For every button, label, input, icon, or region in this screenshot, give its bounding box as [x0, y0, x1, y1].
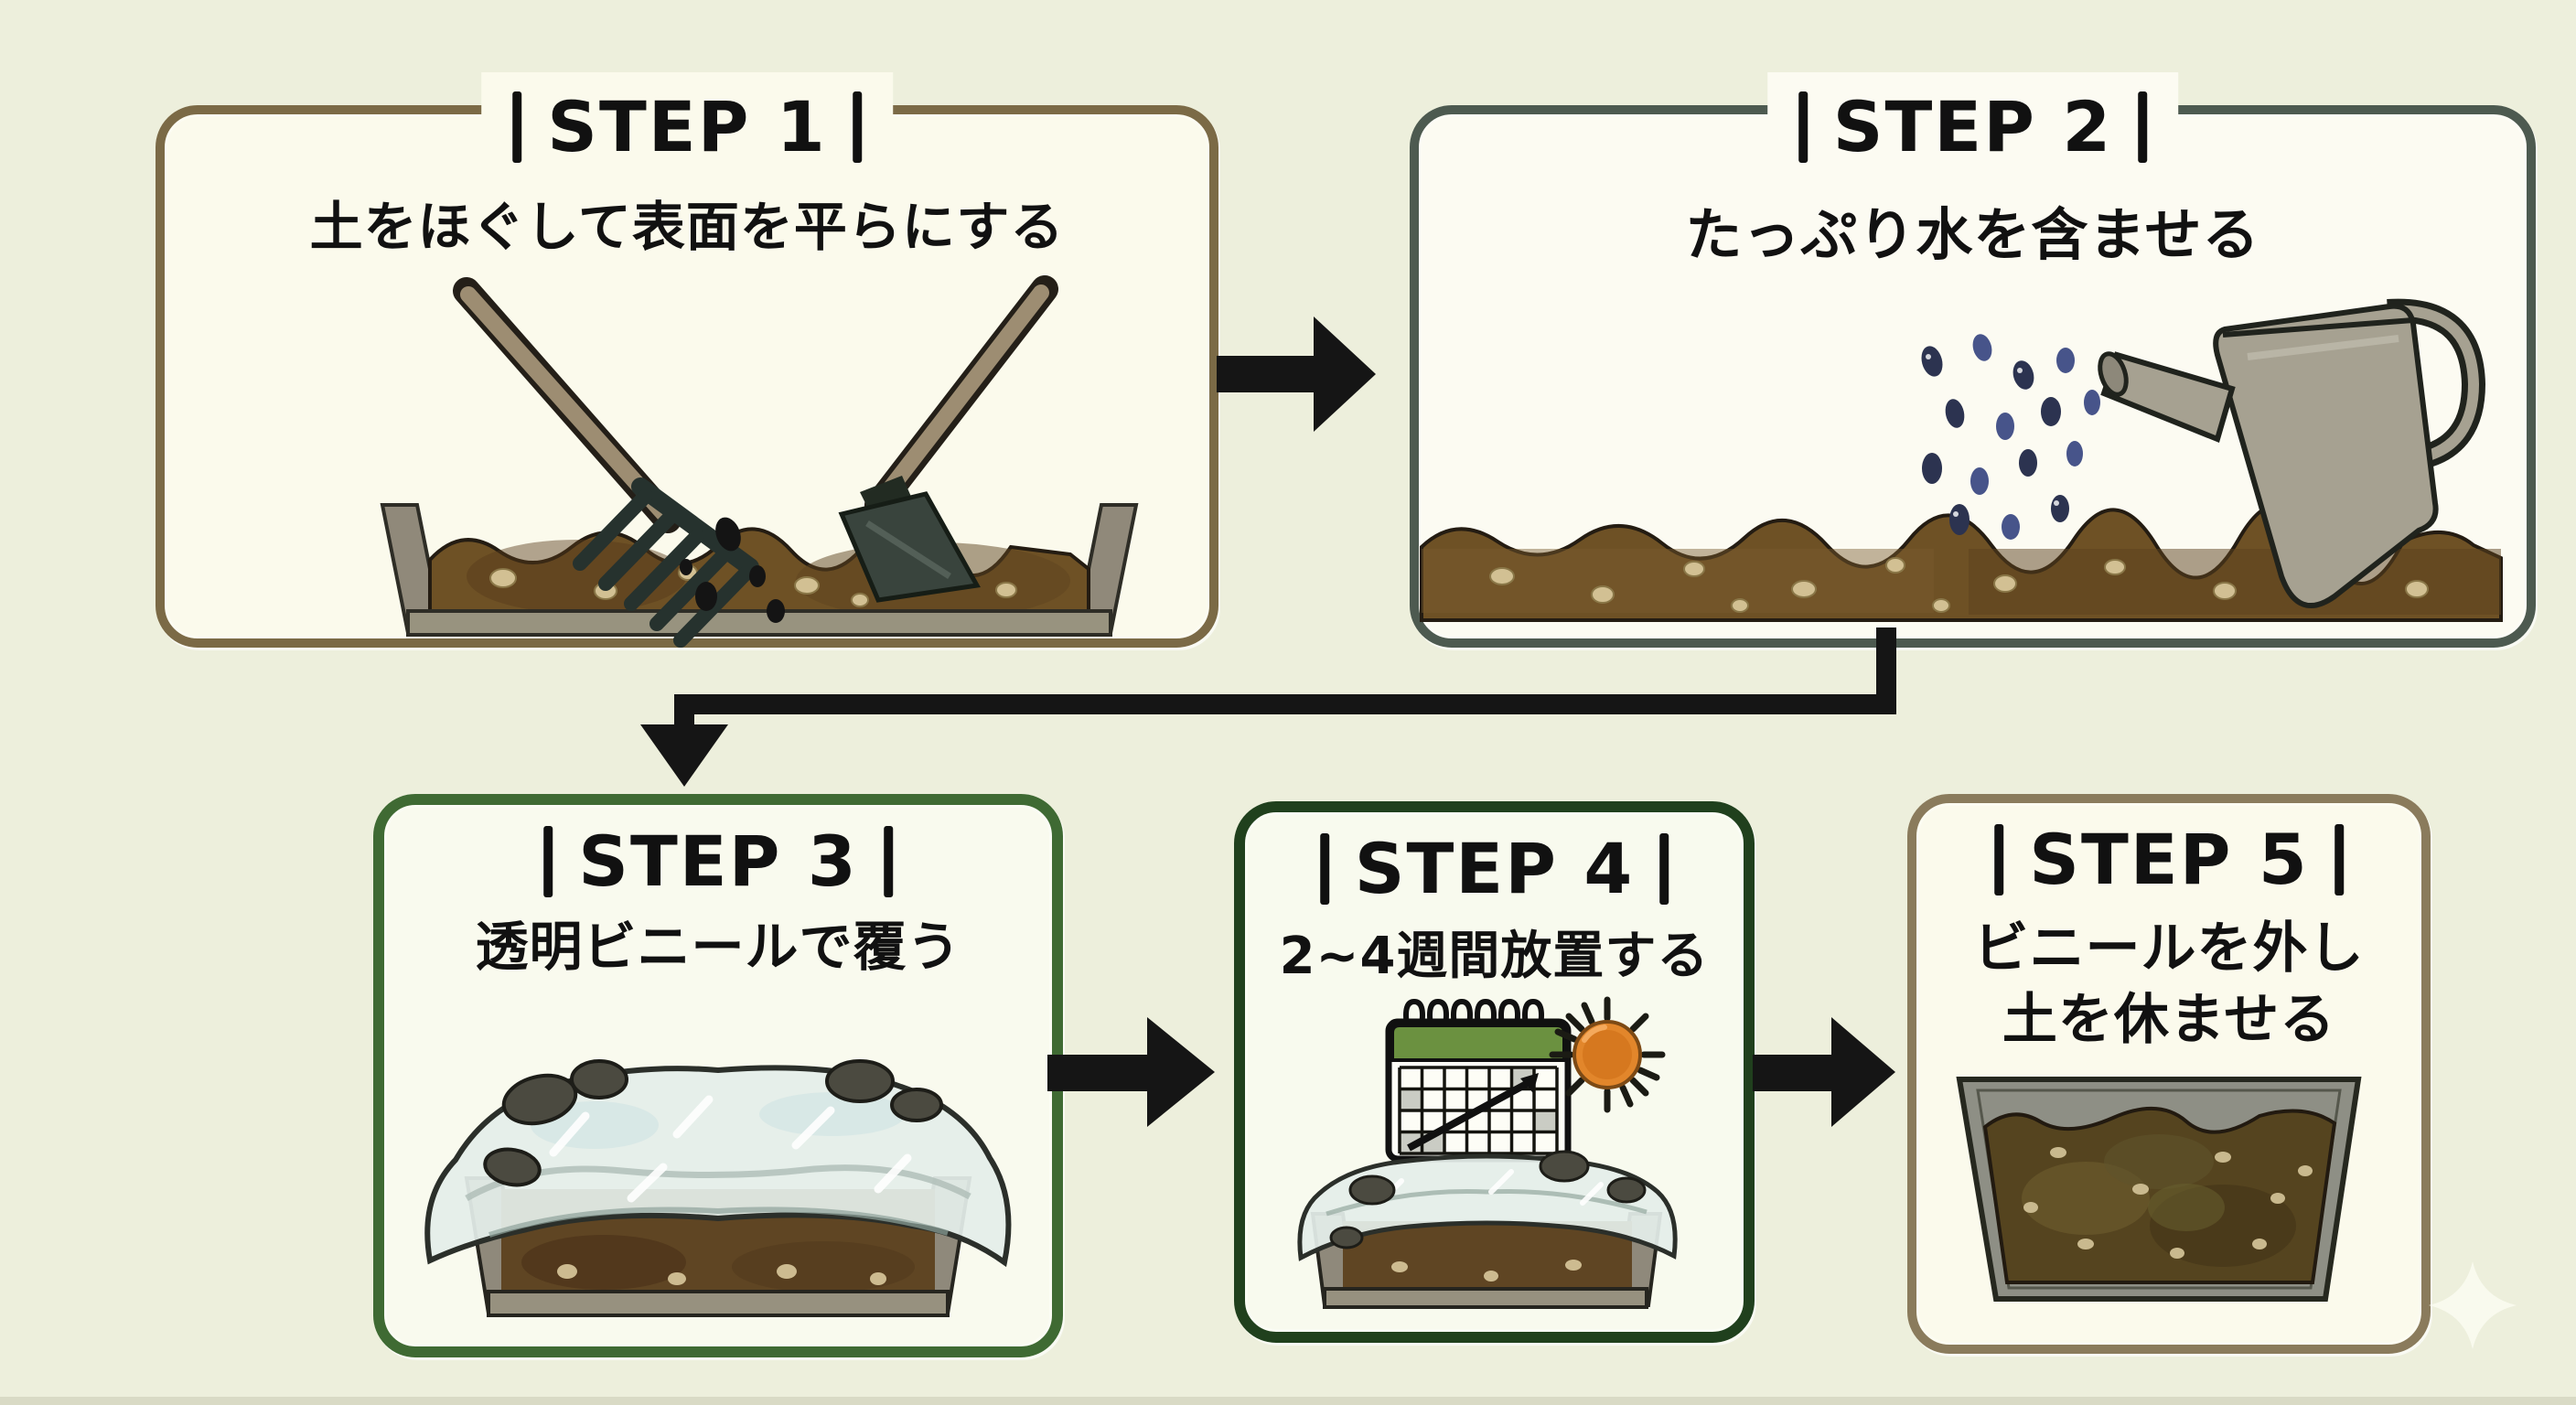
water-drops [1921, 334, 2100, 540]
step-3-title: STEP 3 [543, 812, 893, 911]
title-right-bar [2334, 824, 2344, 896]
step-1-illustration [380, 275, 1139, 648]
title-left-bar [1994, 824, 2004, 896]
title-right-bar [883, 826, 893, 897]
step-2-title: STEP 2 [1766, 72, 2179, 182]
step-4-label: STEP 4 [1354, 828, 1635, 909]
flow-arrow-step3-to-step4 [1047, 1017, 1215, 1127]
title-right-bar [1659, 833, 1669, 905]
step-5-box: STEP 5 ビニールを外し 土を休ませる [1907, 794, 2431, 1354]
calendar-icon [1385, 998, 1572, 1163]
step-2-illustration [1420, 298, 2503, 622]
title-left-bar [543, 826, 553, 897]
step-1-description: 土をほぐして表面を平らにする [309, 196, 1065, 258]
step-3-description: 透明ビニールで覆う [475, 916, 961, 978]
step-1-box: STEP 1 土をほぐして表面を平らにする [156, 72, 1218, 648]
step-1-title: STEP 1 [481, 72, 893, 182]
soil-bed [1420, 502, 2503, 622]
weight-stones [483, 1059, 943, 1187]
step-3-label: STEP 3 [578, 820, 858, 902]
step-2-description: たっぷり水を含ませる [1685, 201, 2260, 268]
down-arrowhead-step2-to-step3 [640, 724, 728, 787]
rake-icon [453, 277, 759, 648]
step-5-title: STEP 5 [1994, 810, 2344, 909]
soil-particles [680, 517, 785, 623]
step-2-label: STEP 2 [1832, 86, 2113, 167]
flow-arrow-step4-to-step5 [1753, 1017, 1895, 1127]
title-left-bar [1798, 91, 1808, 163]
sun-icon [1549, 996, 1666, 1113]
step-5-illustration [1956, 1077, 2362, 1302]
step-5-description: ビニールを外し 土を休ませる [1973, 917, 2365, 1052]
step-5-label: STEP 5 [2029, 819, 2309, 900]
title-left-bar [512, 91, 522, 163]
step-4-title: STEP 4 [1319, 820, 1669, 918]
title-left-bar [1319, 833, 1329, 905]
title-right-bar [2138, 91, 2148, 163]
watering-can-icon [2098, 298, 2486, 608]
covered-tray [1297, 1150, 1678, 1309]
step-3-illustration [424, 1059, 1012, 1317]
step-4-description: 2~4週間放置する [1279, 927, 1710, 986]
sparkle-icon [2429, 1261, 2517, 1349]
step-1-label: STEP 1 [547, 86, 827, 167]
title-right-bar [852, 91, 862, 163]
bottom-edge-band [0, 1397, 2576, 1405]
flow-arrow-step1-to-step2 [1217, 316, 1376, 432]
hoe-icon [838, 275, 1058, 603]
open-soil-tray [1956, 1077, 2362, 1302]
step-4-illustration [1297, 996, 1678, 1309]
